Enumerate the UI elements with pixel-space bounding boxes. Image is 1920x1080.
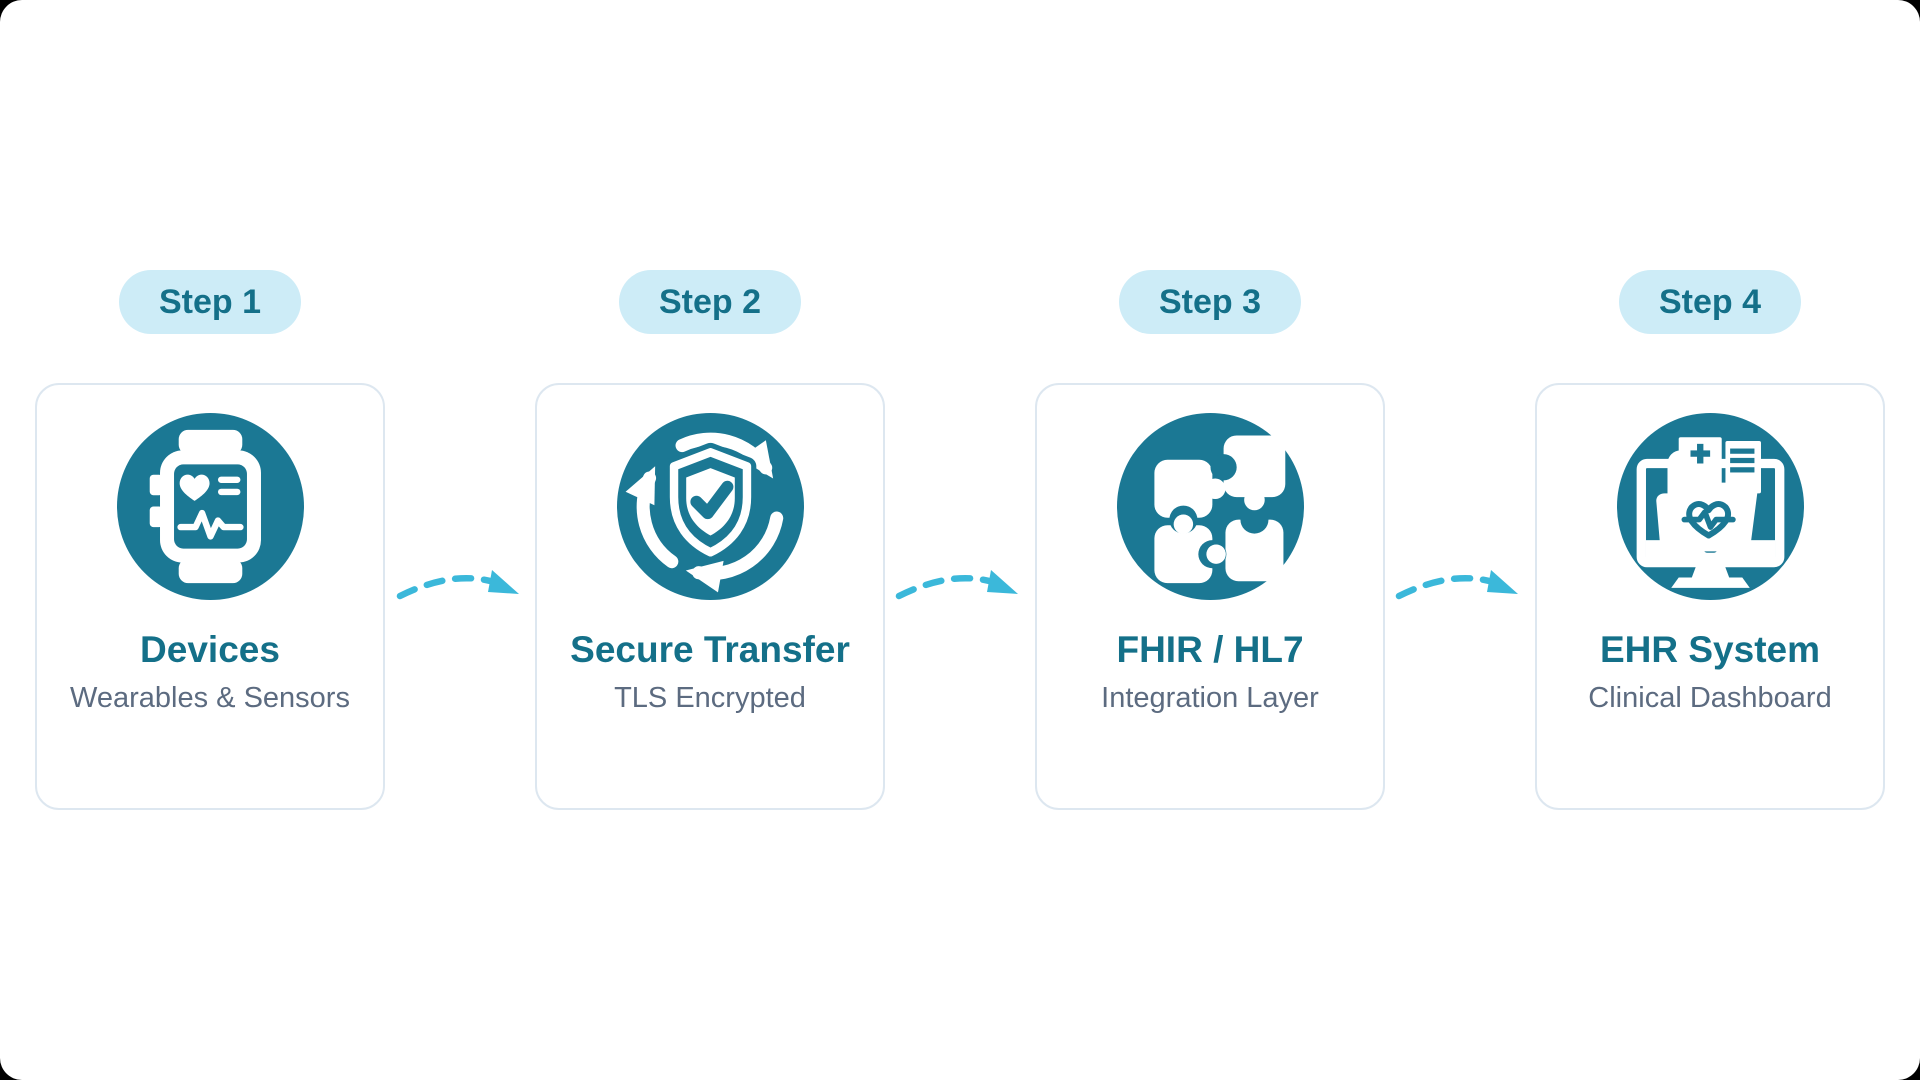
- flow-arrow-icon: [1395, 570, 1518, 600]
- step-card: Secure Transfer TLS Encrypted: [535, 383, 885, 810]
- step-subtitle: Integration Layer: [1101, 681, 1319, 714]
- step-column-1: Step 1 Devices Wearables & Sensors: [35, 270, 385, 810]
- flow-arrow-icon: [396, 570, 519, 600]
- step-subtitle: Wearables & Sensors: [70, 681, 350, 714]
- step-card: Devices Wearables & Sensors: [35, 383, 385, 810]
- flow-arrow-icon: [895, 570, 1018, 600]
- ehr-monitor-icon: [1616, 413, 1804, 600]
- step-card: EHR System Clinical Dashboard: [1535, 383, 1885, 810]
- step-badge: Step 3: [1118, 270, 1302, 334]
- step-title: EHR System: [1599, 629, 1821, 670]
- step-column-2: Step 2 Secure Transfer TLS Encrypted: [535, 270, 885, 810]
- step-column-3: Step 3 FHIR / HL7: [1035, 270, 1385, 810]
- process-flow: Step 1 Devices Wearables & Sensors: [35, 270, 1885, 810]
- step-title: Devices: [140, 629, 280, 670]
- shield-sync-icon: [616, 413, 804, 600]
- step-column-4: Step 4: [1535, 270, 1885, 810]
- smartwatch-icon: [116, 413, 304, 600]
- step-badge: Step 4: [1618, 270, 1802, 334]
- puzzle-icon: [1116, 413, 1304, 600]
- step-card: FHIR / HL7 Integration Layer: [1035, 383, 1385, 810]
- step-title: FHIR / HL7: [1116, 629, 1304, 670]
- step-subtitle: TLS Encrypted: [614, 681, 806, 714]
- step-badge: Step 2: [618, 270, 802, 334]
- step-badge: Step 1: [118, 270, 302, 334]
- step-title: Secure Transfer: [570, 629, 850, 670]
- step-subtitle: Clinical Dashboard: [1588, 681, 1832, 714]
